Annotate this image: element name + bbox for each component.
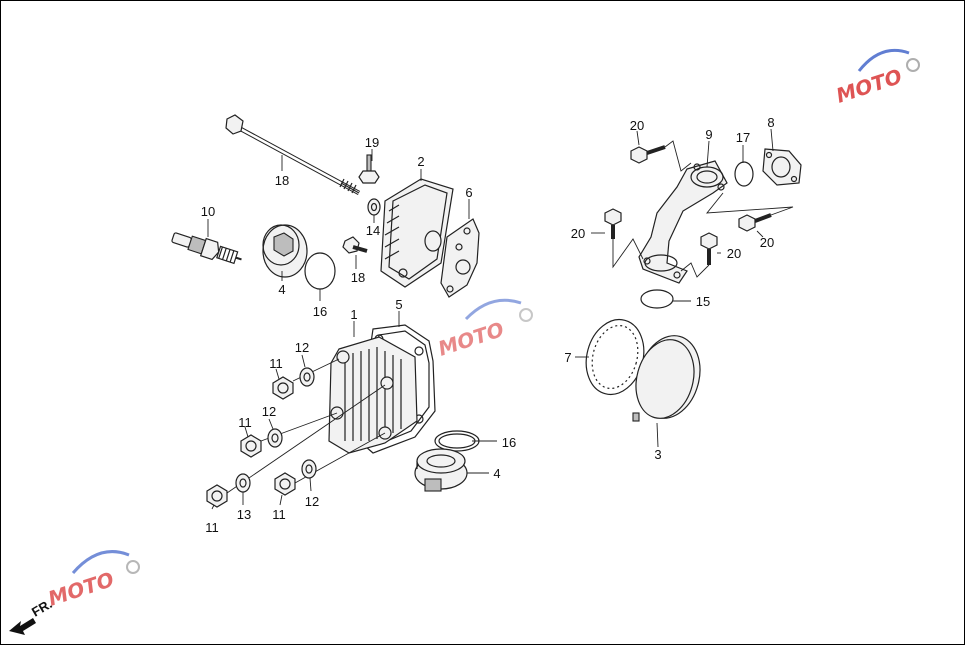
callout-11d: 11 bbox=[272, 507, 286, 522]
nut-11-b bbox=[240, 434, 262, 458]
o-ring-17 bbox=[734, 161, 754, 187]
callout-17: 17 bbox=[736, 130, 750, 145]
callout-15: 15 bbox=[696, 294, 710, 309]
callout-6: 6 bbox=[465, 185, 472, 200]
watermark-text: MOTO bbox=[833, 64, 905, 108]
watermark-top-right: MOTO bbox=[833, 48, 920, 108]
callout-leaders bbox=[207, 128, 774, 510]
cover-3 bbox=[632, 335, 701, 422]
nut-11-c bbox=[206, 484, 228, 508]
callout-20b: 20 bbox=[571, 226, 585, 241]
watermark-text: MOTO bbox=[435, 317, 507, 361]
washer-12-c bbox=[301, 459, 317, 479]
insulator-8 bbox=[762, 148, 802, 186]
bolt-20-d bbox=[700, 232, 718, 265]
callout-7: 7 bbox=[564, 350, 571, 365]
callout-1: 1 bbox=[350, 307, 357, 322]
washer-14 bbox=[367, 198, 381, 216]
callout-labels: 18 19 2 6 10 14 4 16 18 1 5 12 11 12 11 … bbox=[201, 115, 775, 535]
nut-11-a bbox=[272, 376, 294, 400]
bolt-19 bbox=[358, 154, 380, 184]
nut-11-d bbox=[274, 472, 296, 496]
bolt-20-a bbox=[630, 145, 666, 164]
bolt-20-b bbox=[604, 208, 622, 239]
callout-19: 19 bbox=[365, 135, 379, 150]
callout-5: 5 bbox=[395, 297, 402, 312]
callout-20c: 20 bbox=[760, 235, 774, 250]
callout-14: 14 bbox=[366, 223, 380, 238]
callout-20a: 20 bbox=[630, 118, 644, 133]
callout-4-lower: 4 bbox=[493, 466, 500, 481]
stud-bolt-18 bbox=[225, 114, 361, 195]
front-arrow-icon bbox=[9, 618, 36, 635]
bolt-20-c bbox=[738, 213, 772, 232]
plug-cap-4-upper bbox=[262, 224, 308, 278]
callout-12c: 12 bbox=[305, 494, 319, 509]
callout-16-upper: 16 bbox=[313, 304, 327, 319]
assembly-leaders-right bbox=[612, 140, 794, 278]
callout-20d: 20 bbox=[727, 246, 741, 261]
callout-12b: 12 bbox=[262, 404, 276, 419]
watermark-text: MOTO bbox=[45, 567, 117, 611]
washer-12-b bbox=[267, 428, 283, 448]
intake-pipe-9 bbox=[638, 160, 728, 284]
front-indicator: FR. bbox=[9, 596, 55, 635]
callout-10: 10 bbox=[201, 204, 215, 219]
callout-11b: 11 bbox=[238, 415, 252, 430]
callout-8: 8 bbox=[767, 115, 774, 130]
spark-plug-10 bbox=[171, 232, 242, 265]
callout-16-lower: 16 bbox=[502, 435, 516, 450]
head-cover-1 bbox=[328, 336, 418, 454]
callout-13: 13 bbox=[237, 507, 251, 522]
callout-4-upper: 4 bbox=[278, 282, 285, 297]
callout-18b: 18 bbox=[351, 270, 365, 285]
adjust-cap-4-lower bbox=[414, 448, 468, 492]
washer-12-a bbox=[299, 367, 315, 387]
callout-3: 3 bbox=[654, 447, 661, 462]
o-ring-15 bbox=[640, 289, 674, 309]
callout-2: 2 bbox=[417, 154, 424, 169]
gasket-6 bbox=[440, 218, 480, 298]
callout-11a: 11 bbox=[269, 356, 283, 371]
o-ring-16-upper bbox=[304, 252, 336, 290]
callout-11c: 11 bbox=[205, 520, 219, 535]
washer-13 bbox=[235, 473, 251, 493]
callout-9: 9 bbox=[705, 127, 712, 142]
watermark-bottom-left: MOTO bbox=[45, 550, 140, 611]
callout-12a: 12 bbox=[295, 340, 309, 355]
watermark-center: MOTO bbox=[435, 298, 533, 361]
bolt-18-small bbox=[342, 236, 368, 254]
callout-18a: 18 bbox=[275, 173, 289, 188]
